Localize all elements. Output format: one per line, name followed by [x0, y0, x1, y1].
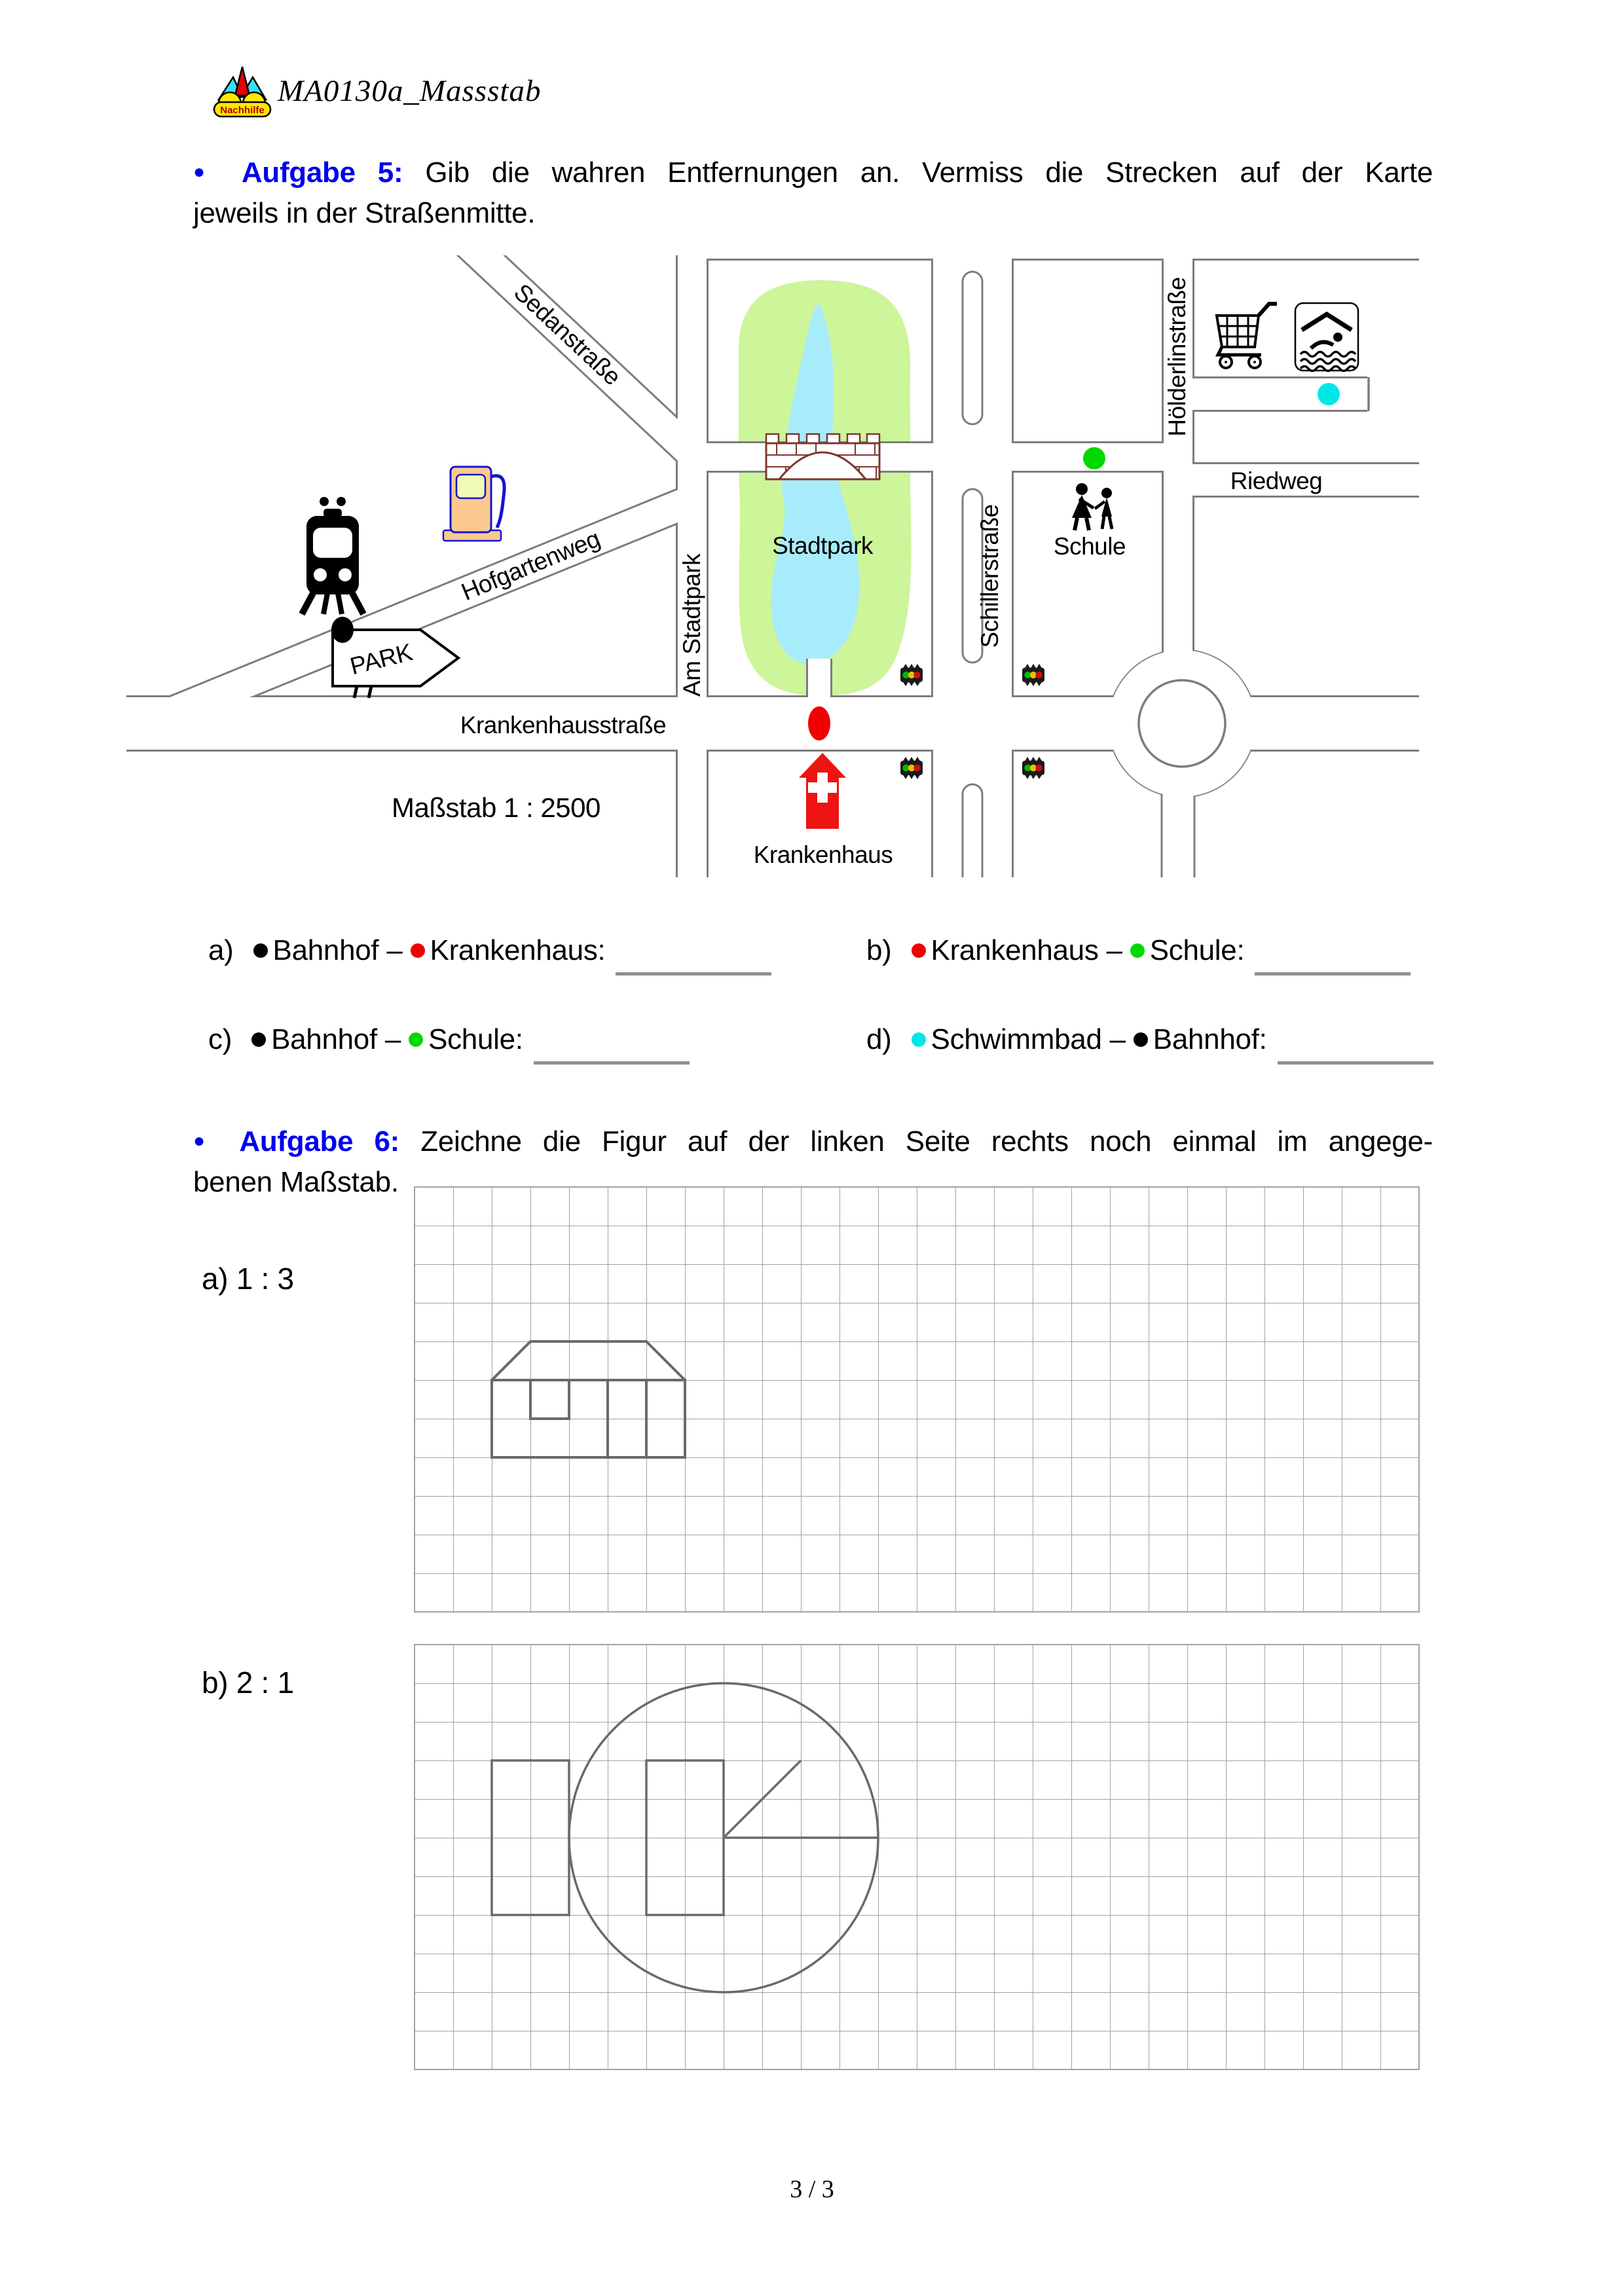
- house-figure: [490, 1340, 686, 1459]
- nachhilfe-logo-icon: Nachhilfe: [213, 66, 272, 118]
- dash: –: [1106, 934, 1122, 966]
- roundabout-island: [1137, 679, 1227, 768]
- question-c: c) Bahnhof – Schule:: [208, 1021, 690, 1065]
- task6-text-line2: benen Maßstab.: [193, 1166, 399, 1198]
- task6-text-line1: Zeichne die Figur auf der linken Seite r…: [420, 1125, 1433, 1157]
- place-label-stadtpark: Stadtpark: [772, 532, 874, 559]
- question-a-to: Krankenhaus:: [430, 934, 606, 966]
- city-map: PARK: [126, 255, 1419, 877]
- question-a-answer-blank: [616, 949, 772, 975]
- street-label-am-stadtpark: Am Stadtpark: [678, 553, 705, 697]
- map-scale-label: Maßstab 1 : 2500: [392, 792, 600, 823]
- figure-a-scale-label: a) 1 : 3: [202, 1262, 294, 1296]
- schillerstrasse-median-strips: [961, 270, 984, 877]
- place-label-krankenhaus: Krankenhaus: [754, 841, 893, 868]
- question-d-from: Schwimmbad: [931, 1023, 1102, 1055]
- task5-text-line1: Gib die wahren Entfernungen an. Vermiss …: [425, 156, 1433, 189]
- street-label-krankenhausstrasse: Krankenhausstraße: [460, 712, 666, 738]
- swimming-pool-icon: [1294, 302, 1359, 373]
- krankenhaus-dot: [808, 706, 830, 740]
- train-icon: [299, 497, 367, 616]
- task6-bullet-icon: ●: [193, 1130, 219, 1152]
- hospital-icon: [799, 753, 846, 829]
- question-a: a) Bahnhof – Krankenhaus:: [208, 932, 772, 975]
- question-c-answer-blank: [533, 1038, 690, 1065]
- task5-paragraph: ● Aufgabe 5: Gib die wahren Entfernungen…: [193, 152, 1433, 234]
- bahnhof-dot-icon: [1133, 1032, 1148, 1047]
- schule-dot: [1083, 447, 1105, 469]
- question-a-prefix: a): [208, 934, 234, 966]
- page-title: MA0130a_Massstab: [278, 74, 542, 108]
- schule-dot-icon: [409, 1032, 424, 1047]
- traffic-light-icon: [900, 757, 923, 779]
- question-b-prefix: b): [866, 934, 892, 966]
- dash: –: [384, 1023, 401, 1055]
- krankenhaus-dot-icon: [911, 943, 926, 958]
- shopping-cart-icon: [1215, 302, 1277, 369]
- street-label-riedweg: Riedweg: [1230, 467, 1322, 494]
- bahnhof-dot: [331, 617, 354, 643]
- park-pond: [771, 304, 860, 665]
- task5-text-line2: jeweils in der Straßenmitte.: [193, 197, 536, 229]
- question-a-from: Bahnhof: [272, 934, 379, 966]
- question-d-prefix: d): [866, 1023, 892, 1055]
- traffic-light-icon: [1022, 757, 1044, 779]
- logo-text: Nachhilfe: [220, 105, 265, 116]
- page-number: 3 / 3: [790, 2176, 834, 2203]
- question-b-answer-blank: [1255, 949, 1411, 975]
- question-c-to: Schule:: [428, 1023, 523, 1055]
- task5-bullet-icon: ●: [193, 161, 219, 183]
- street-label-hoelderlinstrasse: Hölderlinstraße: [1164, 277, 1190, 436]
- question-d-answer-blank: [1277, 1038, 1433, 1065]
- traffic-light-icon: [900, 664, 923, 686]
- clock-figure: [490, 1682, 879, 1994]
- dash: –: [1109, 1023, 1126, 1055]
- fuel-station-icon: [442, 465, 506, 542]
- bahnhof-dot-icon: [253, 943, 268, 958]
- task5-label: Aufgabe 5:: [241, 156, 403, 189]
- bridge: [765, 433, 881, 481]
- place-label-schule: Schule: [1054, 533, 1126, 560]
- task6-label: Aufgabe 6:: [239, 1125, 400, 1157]
- school-children-icon: [1072, 483, 1114, 531]
- figure-b-scale-label: b) 2 : 1: [202, 1666, 294, 1700]
- question-b-from: Krankenhaus: [931, 934, 1099, 966]
- schwimmbad-dot: [1318, 383, 1340, 405]
- schwimmbad-dot-icon: [911, 1032, 926, 1047]
- figure-a-grid: [414, 1186, 1420, 1613]
- street-label-schillerstrasse: Schillerstraße: [976, 504, 1003, 647]
- logo-red-peak: [234, 66, 251, 97]
- question-d: d) Schwimmbad – Bahnhof:: [866, 1021, 1433, 1065]
- question-c-prefix: c): [208, 1023, 232, 1055]
- logo-banner: [213, 101, 272, 118]
- schule-dot-icon: [1130, 943, 1145, 958]
- park-sign: PARK: [331, 629, 461, 699]
- question-b: b) Krankenhaus – Schule:: [866, 932, 1411, 975]
- dash: –: [386, 934, 403, 966]
- figure-b-grid: [414, 1644, 1420, 2070]
- question-c-from: Bahnhof: [271, 1023, 377, 1055]
- question-d-to: Bahnhof:: [1153, 1023, 1267, 1055]
- bahnhof-dot-icon: [251, 1032, 267, 1047]
- question-b-to: Schule:: [1149, 934, 1245, 966]
- traffic-light-icon: [1022, 664, 1044, 686]
- krankenhaus-dot-icon: [410, 943, 425, 958]
- task6-paragraph: ● Aufgabe 6: Zeichne die Figur auf der l…: [193, 1121, 1433, 1203]
- street-label-sedanstrasse: Sedanstraße: [509, 278, 626, 390]
